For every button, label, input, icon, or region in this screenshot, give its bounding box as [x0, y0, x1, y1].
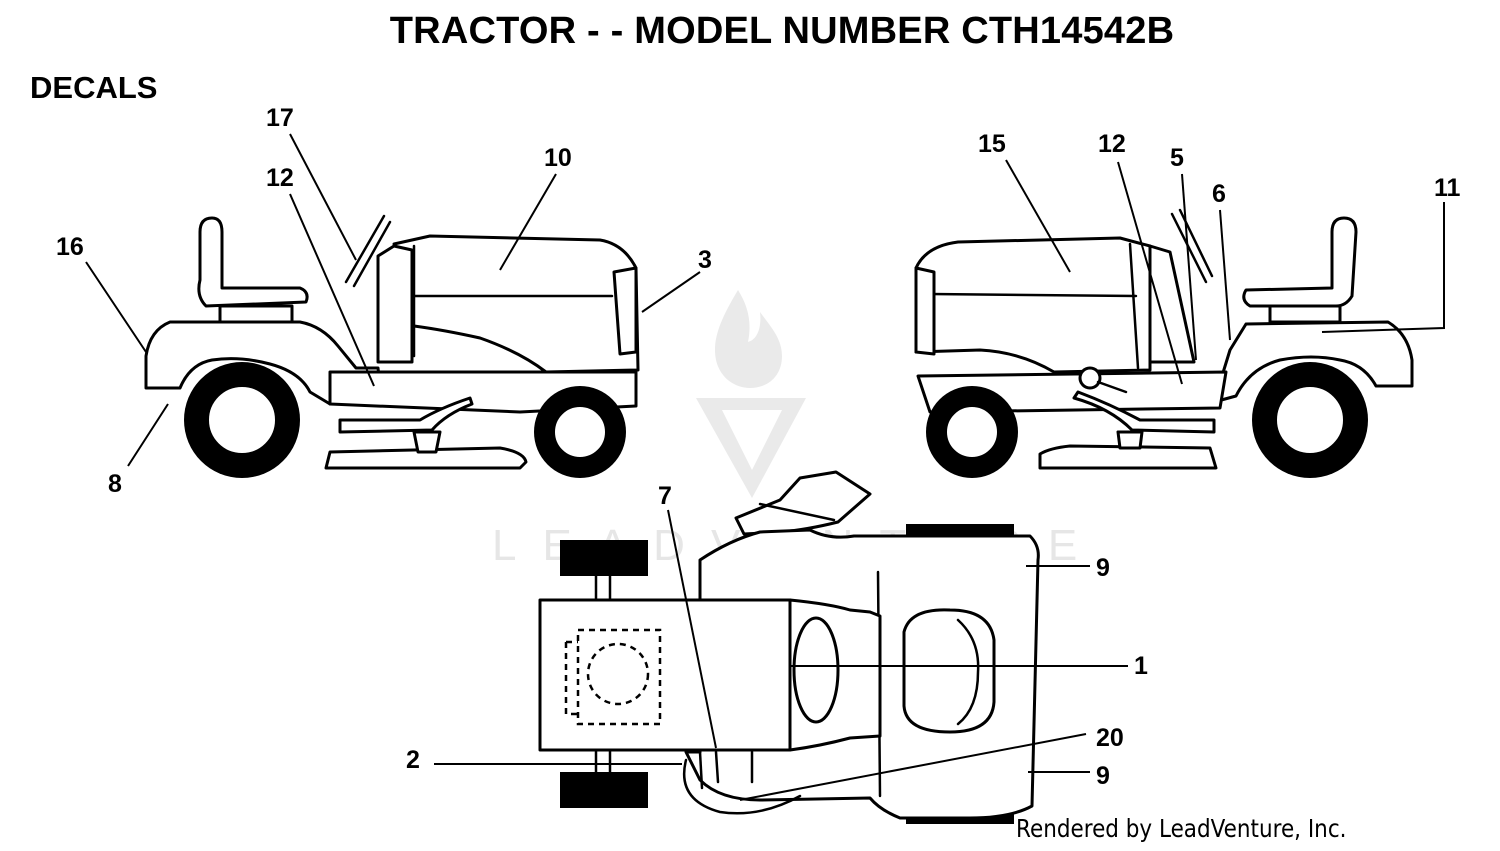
callout-8: 8: [108, 470, 122, 498]
callout-20: 20: [1096, 724, 1124, 752]
callout-12-right: 12: [1098, 130, 1126, 158]
callout-5: 5: [1170, 144, 1184, 172]
callout-11: 11: [1434, 174, 1461, 202]
callout-10: 10: [544, 144, 572, 172]
credit-text: Rendered by LeadVenture, Inc.: [1016, 814, 1347, 843]
diagram-title: TRACTOR - - MODEL NUMBER CTH14542B: [389, 10, 1175, 52]
section-label: DECALS: [30, 70, 158, 105]
callout-12-left: 12: [266, 164, 294, 192]
callout-15: 15: [978, 130, 1006, 158]
callout-6: 6: [1212, 180, 1226, 208]
top-view-callouts: 7 9 1 2 20 9: [406, 482, 1148, 801]
tractor-top-view: [538, 470, 1040, 824]
callout-3: 3: [698, 246, 712, 274]
callout-17: 17: [266, 104, 294, 132]
right-view-callouts: 15 12 5 6 11: [978, 130, 1461, 385]
callout-7: 7: [658, 482, 672, 510]
tractor-right-side-view: [914, 208, 1414, 478]
callout-9-lower: 9: [1096, 762, 1110, 790]
callout-1: 1: [1134, 652, 1148, 680]
callout-2: 2: [406, 746, 420, 774]
tractor-left-side-view: [144, 214, 640, 478]
left-view-callouts: 16 17 12 10 3 8: [56, 104, 712, 498]
callout-16: 16: [56, 233, 84, 261]
callout-9-upper: 9: [1096, 554, 1110, 582]
